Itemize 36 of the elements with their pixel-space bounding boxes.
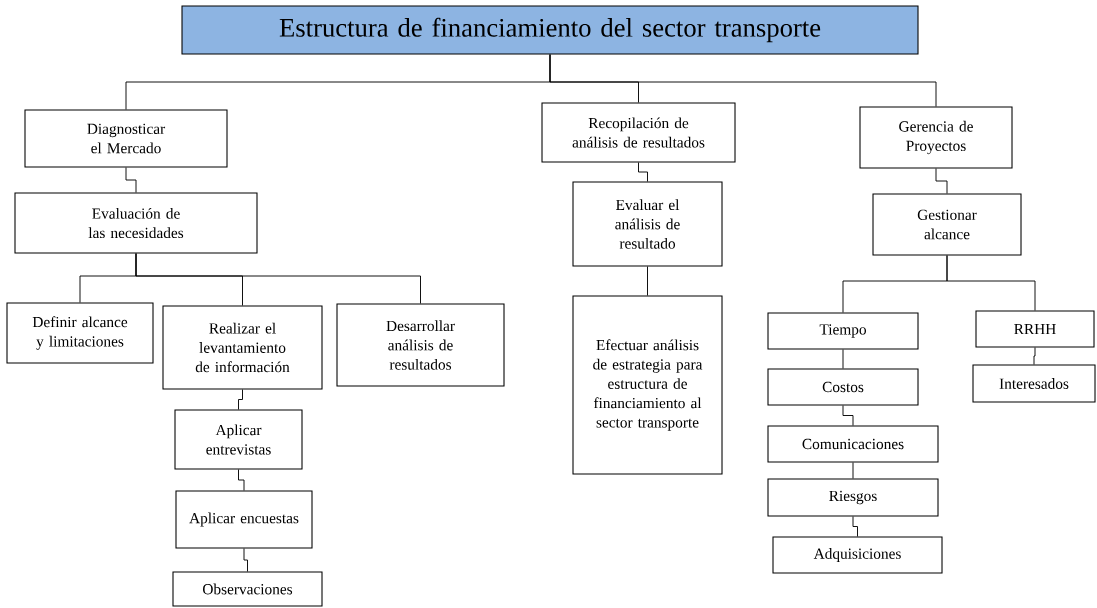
process-box: Costos <box>767 368 919 406</box>
process-box: Adquisiciones <box>772 536 943 574</box>
connector-line <box>842 405 854 426</box>
process-box: Diagnosticar el Mercado <box>24 109 228 168</box>
process-box: Evaluación de las necesidades <box>14 192 258 254</box>
process-box: Realizar el levantamiento de información <box>162 305 323 390</box>
title-box: Estructura de financiamiento del sector transporte <box>181 5 919 55</box>
connector-line <box>852 516 858 537</box>
process-box: Recopilación de análisis de resultados <box>541 102 736 163</box>
connector-line <box>238 469 245 491</box>
connector-line <box>238 389 243 410</box>
connector-line <box>647 266 648 296</box>
process-box: Gestionar alcance <box>872 193 1022 256</box>
process-box: Aplicar entrevistas <box>174 409 303 470</box>
connector-line <box>243 548 248 572</box>
connector-line <box>1033 347 1036 365</box>
connector-line <box>935 168 948 194</box>
process-box: Definir alcance y limitaciones <box>6 302 154 364</box>
process-box: Desarrollar análisis de resultados <box>336 303 505 387</box>
process-box: Gerencia de Proyectos <box>859 106 1013 169</box>
process-box: Aplicar encuestas <box>175 490 313 549</box>
connector-line <box>135 253 421 304</box>
connector-line <box>549 54 937 107</box>
process-box: Comunicaciones <box>767 425 939 463</box>
process-box: Interesados <box>972 364 1096 403</box>
process-box: Evaluar el análisis de resultado <box>572 181 723 267</box>
process-box: Efectuar análisis de estrategia para estructura de financiamiento al sector transporte <box>572 295 723 475</box>
connector-line <box>638 162 648 182</box>
connector-line <box>842 349 844 369</box>
process-box: RRHH <box>975 310 1095 348</box>
process-box: Tiempo <box>767 312 919 350</box>
process-box: Observaciones <box>172 571 323 607</box>
connector-line <box>852 462 854 479</box>
connector-line <box>125 167 137 193</box>
connector-line <box>946 255 1036 311</box>
process-box: Riesgos <box>767 478 939 517</box>
